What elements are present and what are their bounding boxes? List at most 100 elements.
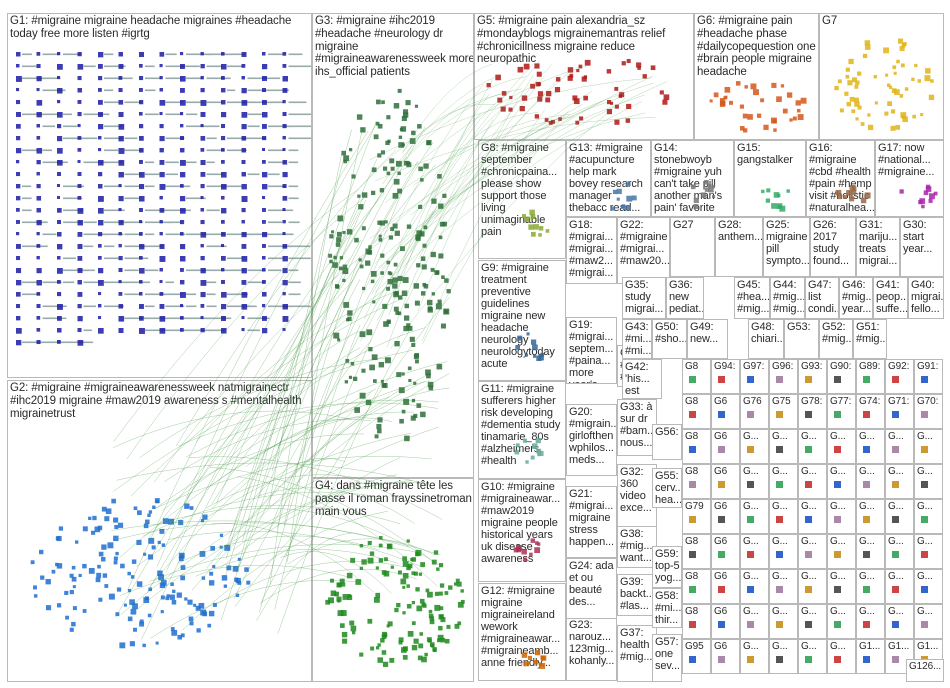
node — [776, 586, 783, 593]
node — [147, 513, 151, 517]
node — [418, 166, 423, 172]
node — [404, 315, 410, 321]
node — [148, 587, 153, 592]
group-box-small: G6 — [711, 534, 740, 569]
group-label-small: G... — [888, 431, 904, 442]
node — [392, 192, 399, 199]
node — [711, 195, 716, 199]
node-text — [165, 161, 179, 164]
node — [515, 345, 521, 350]
group-label-small: G... — [743, 536, 759, 547]
node — [442, 193, 447, 198]
node-text — [206, 125, 220, 128]
node — [221, 268, 225, 272]
node — [98, 208, 104, 214]
node — [101, 544, 107, 550]
group-label-g50: G50: #sho... — [655, 321, 687, 345]
node — [77, 88, 82, 93]
node — [77, 148, 82, 152]
group-label-small: G6 — [714, 641, 728, 652]
node — [343, 155, 350, 162]
group-box-g44: G44: #mig... #mig... — [770, 277, 805, 319]
node — [157, 540, 161, 545]
node — [555, 77, 561, 82]
group-box-g58: G58: #mi... thir... — [652, 588, 682, 628]
node — [371, 167, 377, 173]
node — [341, 150, 347, 156]
node — [572, 95, 578, 101]
node — [282, 136, 286, 140]
node — [226, 565, 232, 571]
node — [747, 446, 754, 453]
node — [207, 623, 212, 628]
group-box-g30: G30: start year... — [900, 217, 944, 277]
group-label-small: G... — [743, 501, 759, 512]
node — [111, 498, 116, 504]
group-box-small: G... — [798, 604, 827, 639]
group-label-small: G... — [801, 536, 817, 547]
node — [380, 379, 384, 383]
group-label-g4: G4: dans #migraine tête les passe il rom… — [315, 480, 472, 518]
node-text — [145, 317, 169, 320]
node — [415, 236, 421, 242]
node — [575, 120, 580, 125]
group-box-g11: G11: #migraine sufferers higher risk dev… — [478, 381, 566, 479]
group-label-small: G92: — [888, 361, 910, 372]
node-text — [186, 113, 198, 116]
node — [262, 316, 267, 321]
node — [724, 86, 731, 93]
node — [389, 272, 393, 276]
node-text — [63, 269, 89, 272]
node — [636, 62, 642, 68]
node-text — [165, 317, 188, 320]
node — [750, 83, 757, 90]
node — [776, 516, 783, 523]
node — [77, 100, 82, 104]
node-text — [247, 89, 269, 92]
node — [77, 304, 82, 309]
node-text — [124, 245, 148, 248]
node — [262, 256, 266, 260]
node — [282, 88, 288, 93]
group-box-small: G... — [885, 604, 914, 639]
node — [606, 109, 613, 115]
node-text — [22, 77, 46, 80]
node — [382, 303, 388, 309]
node — [342, 594, 349, 600]
node — [88, 516, 92, 520]
node — [375, 566, 379, 570]
node — [36, 256, 40, 260]
node — [911, 77, 915, 82]
node — [158, 574, 165, 581]
node — [16, 172, 21, 177]
node — [398, 142, 404, 148]
group-label-small: G6 — [714, 606, 728, 617]
node — [921, 481, 928, 488]
node — [612, 189, 618, 195]
node — [842, 195, 847, 199]
node — [282, 184, 287, 189]
node — [339, 623, 345, 628]
node — [425, 369, 431, 376]
node — [16, 328, 22, 334]
node — [57, 184, 61, 188]
node — [888, 85, 893, 89]
group-label-small: G... — [859, 536, 875, 547]
node — [200, 244, 204, 248]
node — [431, 292, 436, 296]
node — [929, 193, 935, 200]
node — [438, 625, 443, 631]
node-text — [104, 149, 119, 152]
node — [862, 53, 868, 59]
node — [118, 268, 123, 273]
node — [223, 584, 228, 588]
group-label-g39: G39: backt... #las... — [620, 576, 655, 612]
node-text — [124, 221, 144, 224]
group-box-g51: G51: #mig... — [853, 319, 887, 359]
group-label-g36: G36: new pediat... — [669, 279, 704, 315]
node-text — [186, 77, 203, 80]
node — [448, 585, 453, 590]
node — [221, 160, 225, 164]
node — [139, 256, 143, 260]
node-text — [268, 185, 287, 188]
